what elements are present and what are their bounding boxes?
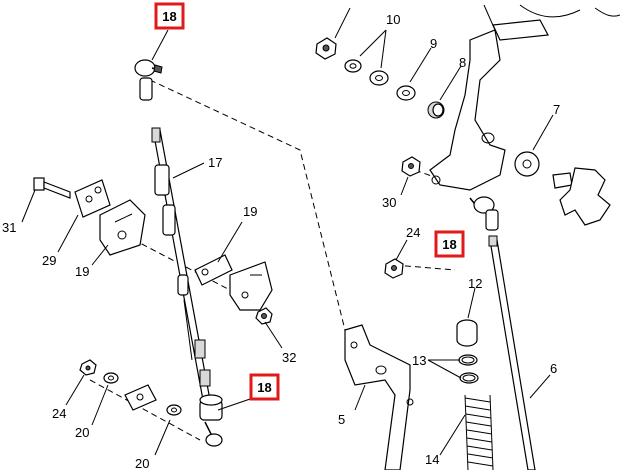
callout-13: 13 [412, 353, 426, 368]
callout-18-top[interactable]: 18 [154, 2, 185, 30]
callout-7: 7 [553, 102, 560, 117]
washer-7 [514, 151, 540, 177]
rod-end-right [469, 196, 499, 231]
bushing-12 [456, 319, 478, 347]
nut-10 [315, 37, 337, 60]
nut-32 [255, 307, 273, 325]
callout-24-right: 24 [406, 225, 420, 240]
washer-10a [344, 59, 362, 73]
washer-20a [103, 372, 119, 384]
callout-10: 10 [386, 12, 400, 27]
callout-12: 12 [468, 276, 482, 291]
leader-lines [21, 7, 554, 456]
callout-9: 9 [430, 36, 437, 51]
callout-29: 29 [42, 253, 56, 268]
callout-6: 6 [550, 361, 557, 376]
ring-13a [458, 354, 478, 366]
callout-19-left: 19 [75, 264, 89, 279]
bracket-mount [229, 261, 273, 311]
plate-19-right [194, 254, 233, 286]
callout-18-right[interactable]: 18 [434, 230, 465, 258]
callout-32: 32 [282, 350, 296, 365]
callout-24-left: 24 [52, 406, 66, 421]
nut-24-left [79, 359, 97, 376]
bracket-5 [344, 324, 414, 470]
washer-20b [166, 404, 182, 416]
callout-19-right: 19 [243, 204, 257, 219]
washer-9 [396, 85, 416, 101]
rod-6 [488, 235, 536, 470]
callout-14: 14 [425, 452, 439, 467]
plate-29 [74, 179, 111, 218]
spring-14 [464, 394, 494, 470]
ring-13b [459, 372, 479, 384]
bolt-31 [33, 177, 71, 199]
callout-18-bottom[interactable]: 18 [249, 373, 280, 401]
callout-17: 17 [208, 155, 222, 170]
nut-24-right [384, 258, 404, 279]
callout-18-bottom-label: 18 [257, 380, 271, 395]
callout-30: 30 [382, 195, 396, 210]
callout-20-a: 20 [75, 425, 89, 440]
threaded-rod [151, 127, 211, 401]
callout-18-top-label: 18 [162, 9, 176, 24]
callout-8: 8 [459, 55, 466, 70]
bushing-8 [427, 101, 445, 119]
nut-30 [401, 156, 421, 177]
washer-10b [369, 70, 389, 86]
rod-end-top [134, 59, 163, 101]
callout-20-b: 20 [135, 456, 149, 470]
callout-5: 5 [338, 412, 345, 427]
pedal-arm [429, 4, 621, 191]
knob-handle [552, 167, 611, 226]
bracket-19-left [99, 199, 146, 256]
callout-31: 31 [2, 220, 16, 235]
small-bracket [124, 384, 157, 411]
callout-18-right-label: 18 [442, 237, 456, 252]
rod-end-bottom [199, 394, 223, 447]
